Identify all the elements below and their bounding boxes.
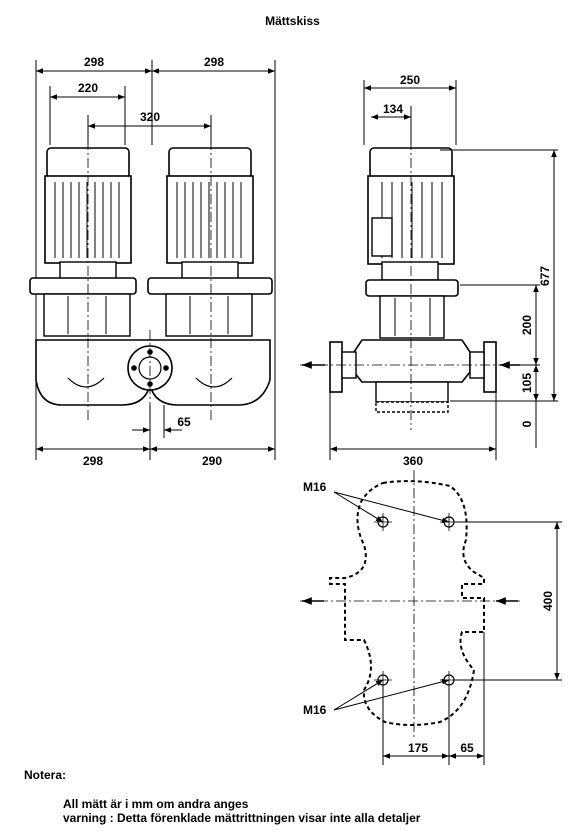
notes-heading: Notera: bbox=[24, 768, 67, 782]
dim-side-360: 360 bbox=[403, 454, 423, 468]
dim-front-320: 320 bbox=[140, 110, 160, 124]
dim-front-bottom-290: 290 bbox=[202, 454, 222, 468]
dim-base-175: 175 bbox=[408, 741, 428, 755]
note-line-1: All mätt är i mm om andra anges bbox=[63, 797, 249, 811]
motor-left bbox=[29, 147, 137, 337]
dim-side-134: 134 bbox=[383, 102, 403, 116]
base-view bbox=[300, 470, 562, 765]
dim-base-400: 400 bbox=[541, 591, 555, 611]
dim-side-200: 200 bbox=[520, 315, 534, 335]
note-line-2: varning : Detta förenklade mättrittninge… bbox=[63, 811, 421, 825]
bolt-label-top: M16 bbox=[303, 480, 327, 494]
dim-side-0: 0 bbox=[520, 420, 534, 427]
dim-front-220: 220 bbox=[78, 81, 98, 95]
bolt-label-bottom: M16 bbox=[303, 703, 327, 717]
pump-casing bbox=[35, 339, 271, 406]
dim-front-298-right: 298 bbox=[204, 55, 224, 69]
dim-front-65: 65 bbox=[177, 415, 191, 429]
dim-front-298-left: 298 bbox=[84, 55, 104, 69]
front-view bbox=[29, 60, 276, 460]
drawing-title: Mättskiss bbox=[265, 14, 320, 28]
dim-side-105: 105 bbox=[520, 373, 534, 393]
side-view bbox=[300, 80, 558, 460]
motor-right bbox=[147, 147, 273, 337]
dim-side-250: 250 bbox=[400, 73, 420, 87]
dim-front-bottom-298: 298 bbox=[83, 454, 103, 468]
dim-base-65: 65 bbox=[460, 741, 474, 755]
dim-side-677: 677 bbox=[538, 266, 552, 286]
